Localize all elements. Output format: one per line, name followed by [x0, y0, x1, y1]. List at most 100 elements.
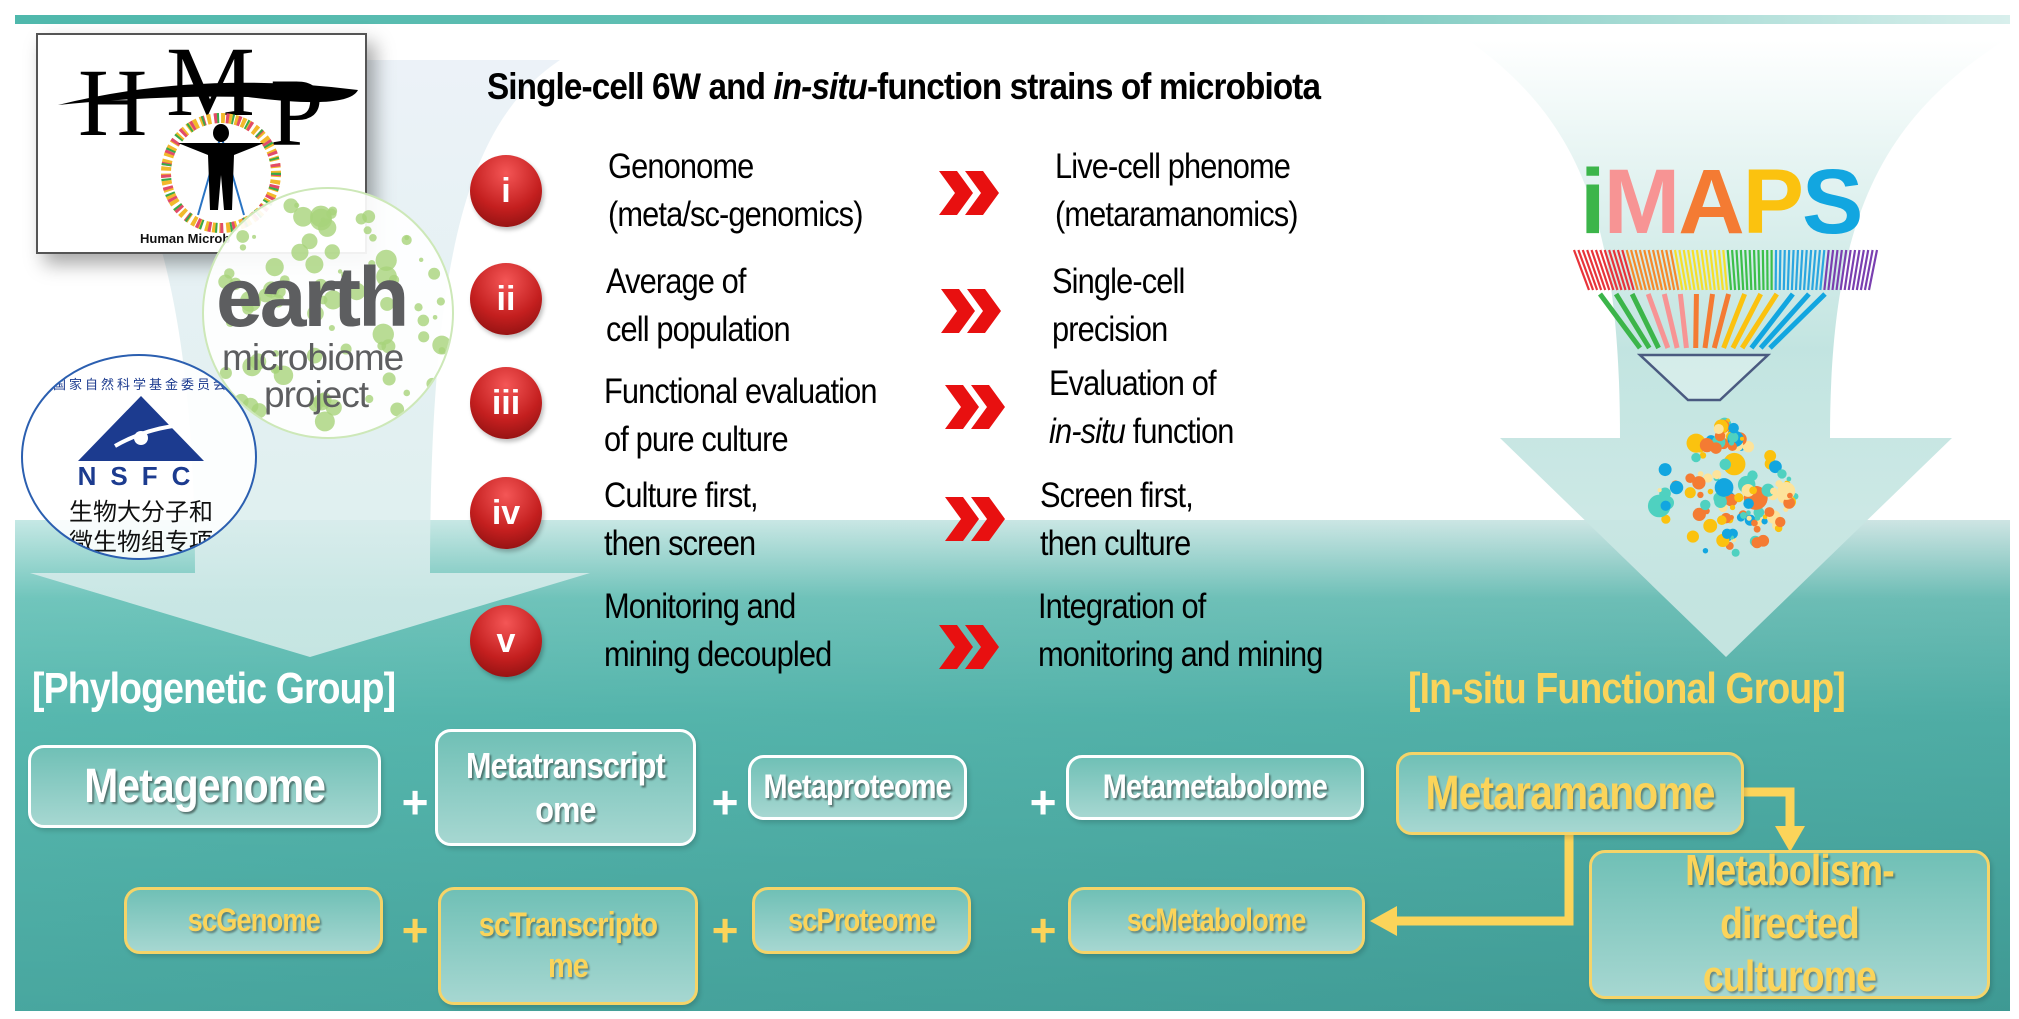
green-dot — [229, 277, 242, 291]
green-dot — [390, 402, 405, 417]
spectrum-line — [1678, 249, 1688, 291]
spectrum-line — [1761, 249, 1765, 291]
spectrum-bar — [1721, 293, 1747, 349]
spectrum-line — [1730, 249, 1737, 291]
green-dot — [225, 317, 235, 327]
metagenome-box: Metagenome — [28, 745, 381, 828]
hmp-letters: H — [78, 49, 147, 156]
spectrum-line — [1616, 249, 1631, 291]
cell-dot — [1728, 440, 1735, 446]
cell-dot — [1713, 423, 1724, 435]
spectrum-bar — [1629, 292, 1661, 350]
spectrum-line — [1782, 249, 1786, 291]
green-dot — [438, 347, 446, 354]
green-dot — [416, 217, 428, 229]
spectrum-line — [1739, 249, 1745, 291]
green-dot — [272, 350, 280, 357]
green-dot — [272, 284, 286, 299]
nsfc-abbr: NSFC — [77, 461, 205, 491]
green-dot — [340, 271, 348, 279]
spectrum-line — [1656, 249, 1668, 291]
row-number-badge: iii — [470, 367, 542, 439]
plus-sign: + — [711, 776, 739, 828]
spectrum-line — [1839, 249, 1848, 291]
spectrum-line — [1630, 249, 1643, 291]
cell-dot — [1728, 422, 1739, 434]
row-number-badge: i — [470, 155, 542, 227]
green-dot — [375, 249, 397, 271]
double-chevron-icon — [939, 171, 999, 215]
spectrum-line — [1752, 249, 1757, 291]
green-dot — [252, 234, 257, 239]
nsfc-mountain-icon — [78, 396, 204, 461]
green-dot — [279, 275, 290, 286]
spectrum-line — [1713, 249, 1720, 291]
double-chevron-icon — [939, 625, 999, 669]
spectrum-line — [1572, 249, 1591, 291]
spectrum-line — [1682, 249, 1692, 291]
spectrum-bar — [1645, 293, 1671, 349]
spectrum-line — [1590, 249, 1607, 291]
cell-dot — [1743, 498, 1754, 509]
cell-dot — [1764, 507, 1775, 518]
green-dot — [380, 296, 395, 311]
green-dot — [323, 290, 343, 310]
sctranscriptome-box: scTranscripto me — [438, 887, 698, 1005]
spectrum-bar — [1693, 293, 1699, 349]
green-dot — [355, 213, 367, 225]
spectrum-line — [1581, 249, 1599, 291]
cell-dot — [1697, 471, 1704, 477]
spectrum-line — [1625, 249, 1639, 291]
arrow-to-scmetabolome — [1395, 835, 1574, 926]
cell-dot — [1699, 452, 1707, 459]
spectrum-bar — [1702, 293, 1715, 349]
cell-dot — [1757, 534, 1770, 547]
cell-dot — [1721, 528, 1733, 539]
spectrum-line — [1807, 249, 1813, 291]
cell-dot — [1777, 469, 1787, 479]
cell-dot — [1754, 515, 1761, 521]
row-number-badge: iv — [470, 477, 542, 549]
phylogenetic-group-heading: [Phylogenetic Group] — [32, 664, 396, 713]
green-dot — [218, 274, 233, 290]
spectrum-line — [1608, 249, 1623, 291]
row-number-badge: v — [470, 605, 542, 677]
green-dot — [270, 364, 280, 374]
green-dot — [308, 397, 323, 412]
spectrum-line — [1802, 249, 1808, 291]
spectrum-line — [1669, 249, 1680, 291]
spectrum-line — [1704, 249, 1712, 291]
arrow-head-down-icon — [1775, 826, 1805, 852]
green-dot — [235, 196, 249, 211]
green-dot — [368, 260, 376, 268]
green-dot — [307, 305, 324, 322]
plus-sign: + — [711, 904, 739, 956]
spectrum-line — [1744, 249, 1749, 291]
green-dot — [417, 314, 430, 327]
cell-dot — [1686, 530, 1699, 543]
functional-group-heading: [In-situ Functional Group] — [1408, 664, 1846, 713]
row-right-text: Live-cell phenome(metaramanomics) — [1055, 147, 1299, 234]
green-dot — [426, 377, 438, 390]
spectrum-line — [1811, 249, 1817, 291]
spectrum-line — [1851, 249, 1861, 291]
spectrum-line — [1634, 249, 1647, 291]
green-dot — [305, 255, 324, 274]
spectrum-line — [1643, 249, 1655, 291]
cell-dot — [1660, 500, 1671, 511]
spectrum-bar — [1597, 292, 1643, 350]
cell-dot — [1769, 460, 1782, 474]
cell-dot — [1669, 480, 1684, 495]
green-dot — [265, 257, 284, 277]
spectrum-line — [1778, 249, 1782, 291]
imaps-letter: P — [1742, 151, 1804, 253]
cell-dot — [1712, 470, 1722, 480]
nsfc-line2: 微生物组专项 — [69, 529, 213, 556]
right-down-arrow — [1468, 40, 2005, 657]
spectrum-line — [1722, 249, 1729, 291]
spectrum-bar — [1711, 293, 1731, 349]
